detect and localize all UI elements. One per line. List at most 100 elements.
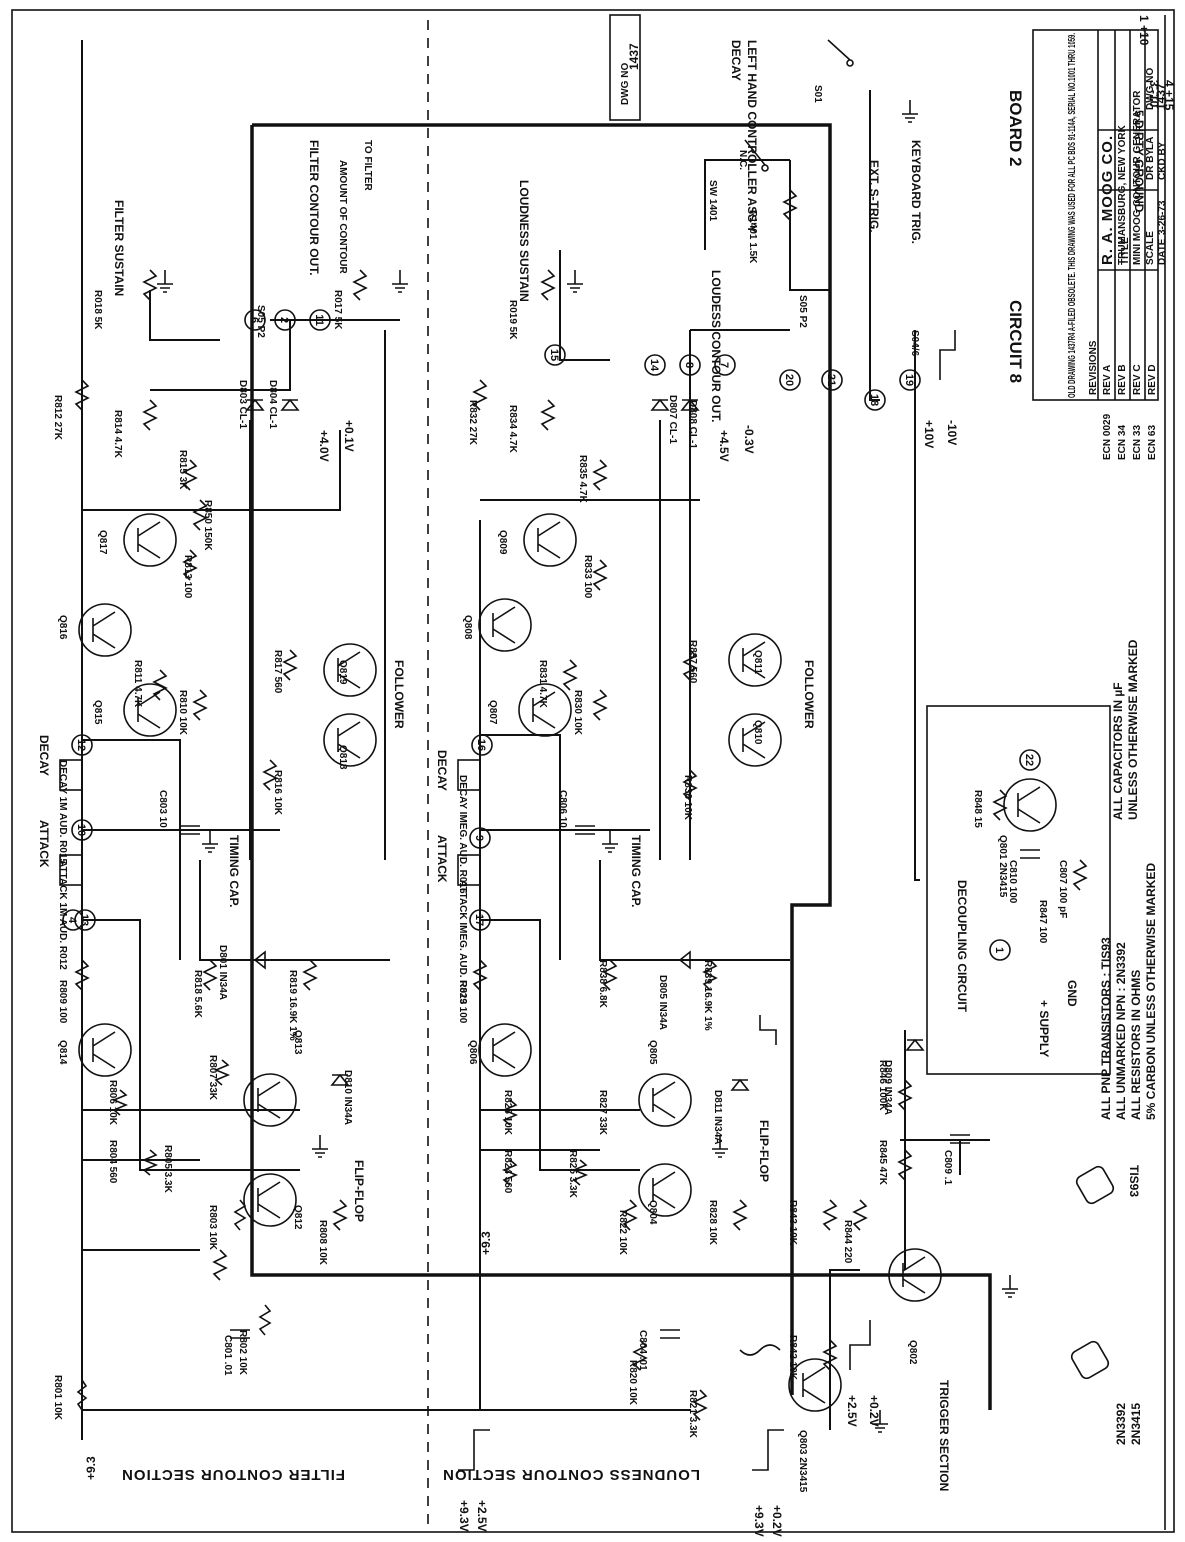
node-circle <box>469 909 491 931</box>
flip-flop-filter: FLIP-FLOP <box>352 1160 366 1222</box>
node-circle <box>989 939 1011 961</box>
legend-3: 3 -10 <box>1147 80 1161 108</box>
function-labels: FILTER SUSTAIN LOUDNESS SUSTAIN FILTER C… <box>37 40 1079 1222</box>
transistor-leads <box>742 721 766 759</box>
dwg-no: 1437 <box>1154 83 1168 110</box>
voltage-labels: +4.0V +0.1V +4.5V -0.3V +10V -10V +9.3V … <box>84 420 959 1537</box>
node-number: 12 <box>75 739 87 751</box>
transistor-leads <box>902 1256 926 1294</box>
wire-t4 <box>829 1269 860 1430</box>
legend-1: 1 +10 <box>1137 15 1151 46</box>
transistor-leads <box>802 1366 826 1404</box>
component-label: Q807 <box>487 700 498 725</box>
component-label: R831 4.7K <box>537 660 548 709</box>
transistor-symbol <box>1003 778 1057 832</box>
component-label: R830 10K <box>572 690 583 736</box>
transistor-symbol <box>728 633 782 687</box>
v-plus-0-2-trig: +0.2V <box>867 1395 881 1427</box>
v-minus-10: -10V <box>945 420 959 445</box>
component-label: Q809 <box>497 530 508 555</box>
diodes <box>245 398 925 1091</box>
transistor-symbol <box>78 603 132 657</box>
component-label: R804 560 <box>107 1140 118 1184</box>
component-label: ATTACK IMEG. AUD. R013 <box>457 880 468 1005</box>
node-circle <box>899 369 921 391</box>
decoupling-box <box>926 705 1111 1075</box>
node-circle <box>274 309 296 331</box>
component-label: Q815 <box>92 700 103 725</box>
rev-b: REV B <box>1117 364 1128 395</box>
node-number: 13 <box>78 914 90 926</box>
component-label: Q808 <box>462 615 473 640</box>
note-3: ALL RESISTORS IN OHMS <box>1129 970 1143 1120</box>
transistor-leads <box>492 606 516 644</box>
component-label: D811 IN34A <box>712 1090 723 1144</box>
component-label: R816 10K <box>272 770 283 816</box>
note-2: ALL UNMARKED NPN : 2N3392 <box>1114 942 1128 1120</box>
potentiometers <box>59 759 481 886</box>
v-plus-2-5-filter: +2.5V <box>475 1500 489 1532</box>
node-number: 10 <box>75 824 87 836</box>
component-label: R805 3.3K <box>162 1145 173 1194</box>
component-label: R808 10K <box>317 1220 328 1266</box>
wire-f11 <box>199 860 390 961</box>
component-label: D805 IN34A <box>657 975 668 1030</box>
component-label: R810 10K <box>177 690 188 736</box>
pinout-tis93: TIS93 <box>1127 1165 1141 1197</box>
transistors <box>78 513 1057 1412</box>
component-label: R809 100 <box>57 980 68 1024</box>
node-number: 15 <box>548 349 560 361</box>
node-number: 14 <box>648 359 660 372</box>
note-5: ALL CAPACITORS IN µF <box>1111 682 1125 820</box>
pinout-2n3415: 2N3415 <box>1129 1403 1143 1445</box>
notes: ALL PNP TRANSISTORS : TIS93 ALL UNMARKED… <box>1099 639 1158 1120</box>
dwg-no-label-2: DWG NO <box>1145 68 1156 110</box>
component-label: R837 560 <box>687 640 698 684</box>
component-label: C809 .1 <box>942 1150 953 1185</box>
component-label: Q806 <box>467 1040 478 1065</box>
rev-a: REV A <box>1102 365 1113 395</box>
component-label: R847 100 <box>1037 900 1048 944</box>
wire-f4 <box>82 919 300 1171</box>
transistor-symbol <box>478 1023 532 1077</box>
wire-f8 <box>149 290 220 341</box>
component-label: R019 5K <box>507 300 518 340</box>
transistor-leads <box>137 691 161 729</box>
legend-5: 5 DIRTY GROUND <box>1132 110 1146 213</box>
node-number: 4 <box>66 917 78 924</box>
node-circle <box>544 344 566 366</box>
node-circle <box>62 909 84 931</box>
filter-sustain-label: FILTER SUSTAIN <box>112 200 126 296</box>
component-label: R803 10K <box>207 1205 218 1251</box>
follower-loudness: FOLLOWER <box>802 660 816 729</box>
component-label: R842 10K <box>787 1335 798 1381</box>
node-circle <box>864 389 886 411</box>
transistor-leads <box>257 1081 281 1119</box>
v-plus-0-1: +0.1V <box>342 420 356 452</box>
component-label: R802 10K <box>237 1330 248 1376</box>
node-number: 19 <box>903 374 915 386</box>
ecn-3: ECN 33 <box>1132 425 1143 460</box>
wire-l2 <box>480 734 561 960</box>
component-label: R817 560 <box>272 650 283 694</box>
component-label: Q810 <box>752 720 763 745</box>
v-plus-0-2-loud: +0.2V <box>770 1505 784 1537</box>
component-label: R806 10K <box>107 1080 118 1126</box>
transistor-leads <box>137 521 161 559</box>
v-plus-9-3-loud: +9.3V <box>752 1505 766 1537</box>
v-plus-10: +10V <box>922 420 936 448</box>
node-circle <box>1019 749 1041 771</box>
component-label: Q818 <box>337 745 348 770</box>
timing-cap-filter: TIMING CAP. <box>227 835 241 907</box>
component-label: R814 4.7K <box>112 410 123 459</box>
attack-label-loudness: ATTACK <box>435 835 449 883</box>
gnd-label: GND <box>1065 980 1079 1007</box>
node-circle <box>471 734 493 756</box>
node-number: 21 <box>825 374 837 386</box>
component-label: R829 100 <box>457 980 468 1024</box>
v-plus-4-0: +4.0V <box>317 430 331 462</box>
scale-label: SCALE <box>1145 231 1156 265</box>
node-number: 16 <box>475 739 487 751</box>
bus-line-top <box>252 123 832 1395</box>
